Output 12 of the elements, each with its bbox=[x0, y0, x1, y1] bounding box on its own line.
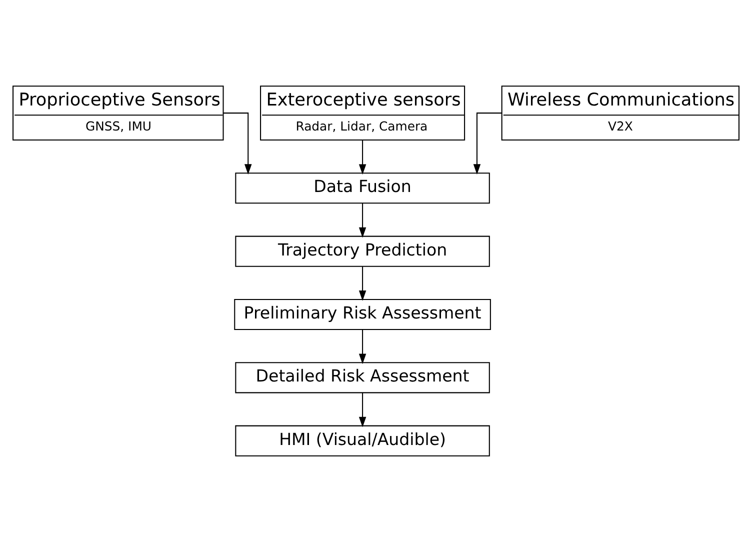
arrow bbox=[473, 112, 502, 174]
arrow bbox=[358, 202, 366, 238]
arrow bbox=[358, 329, 366, 364]
arrow bbox=[358, 266, 366, 300]
node-box: Detailed Risk Assessment bbox=[235, 362, 490, 393]
arrow bbox=[358, 140, 366, 174]
node-box: Preliminary Risk Assessment bbox=[234, 298, 491, 330]
arrow bbox=[223, 112, 252, 174]
node-box: HMI (Visual/Audible) bbox=[235, 424, 490, 456]
node-box: Trajectory Prediction bbox=[235, 235, 490, 266]
arrow bbox=[358, 392, 366, 427]
node-box: Data Fusion bbox=[235, 172, 490, 204]
